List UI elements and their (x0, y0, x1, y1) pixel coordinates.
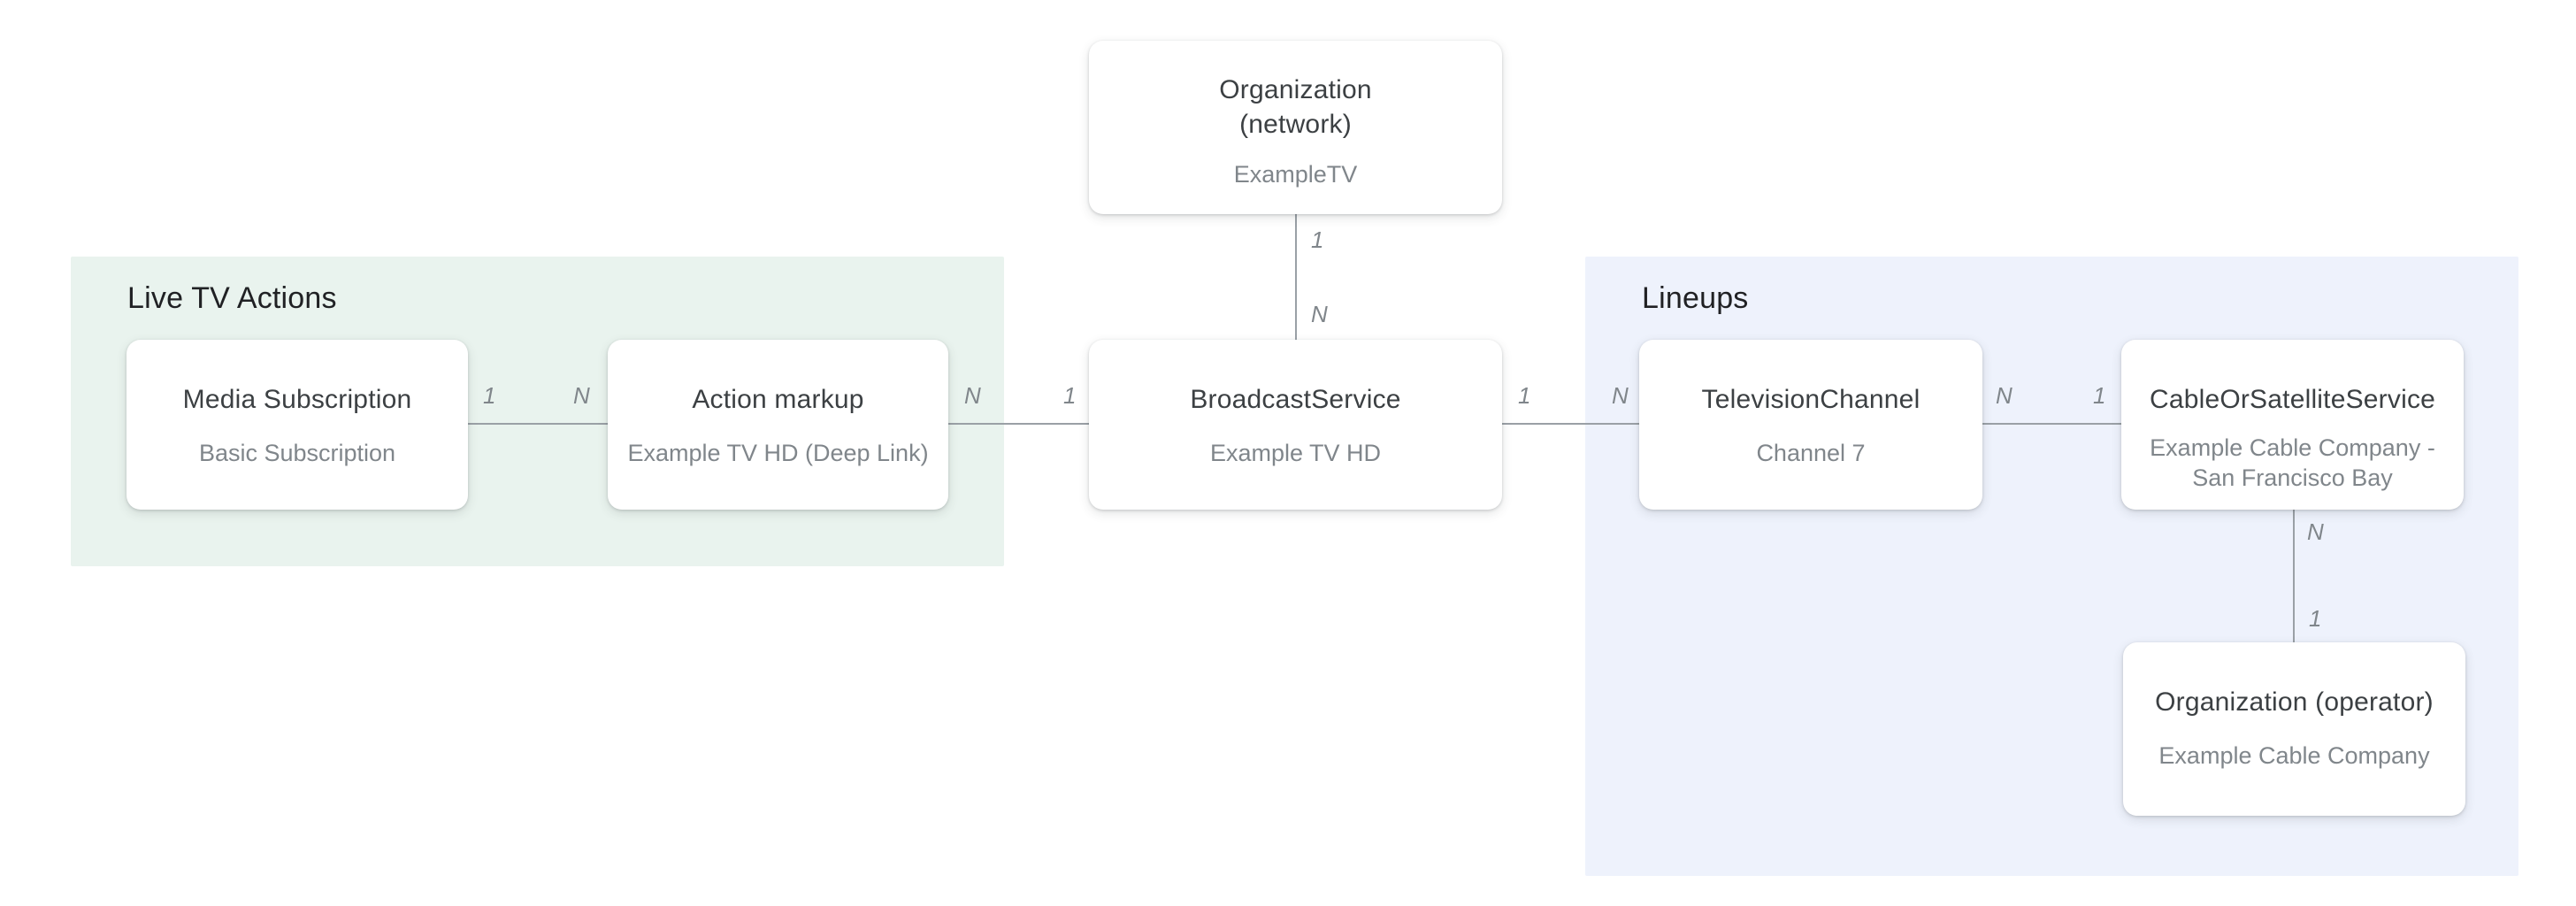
node-subtitle: Example TV HD (1209, 440, 1382, 466)
node-title: BroadcastService (1190, 385, 1401, 414)
region-title-lineups: Lineups (1642, 281, 1749, 315)
node-title: Media Subscription (182, 385, 412, 414)
connector-tv-cable-line (1982, 423, 2121, 425)
cardinality-cable-operator-n: N (2307, 518, 2324, 545)
node-subtitle: Basic Subscription (198, 440, 396, 466)
node-action-markup: Action markup Example TV HD (Deep Link) (608, 340, 948, 510)
connector-cable-operator-line (2293, 510, 2295, 642)
cardinality-mediasub-action-1: 1 (483, 382, 496, 409)
cardinality-network-broadcast-1: 1 (1311, 226, 1324, 253)
node-organization-network: Organization (network) ExampleTV (1089, 41, 1502, 214)
node-title: TelevisionChannel (1701, 385, 1920, 414)
node-subtitle: ExampleTV (1233, 161, 1358, 188)
cardinality-tv-cable-1: 1 (2093, 382, 2106, 409)
node-subtitle: Channel 7 (1756, 440, 1866, 466)
node-title: CableOrSatelliteService (2149, 385, 2436, 414)
node-broadcast-service: BroadcastService Example TV HD (1089, 340, 1502, 510)
cardinality-broadcast-tv-1: 1 (1518, 382, 1531, 409)
node-cable-or-satellite-service: CableOrSatelliteService Example Cable Co… (2121, 340, 2464, 510)
cardinality-cable-operator-1: 1 (2309, 605, 2322, 632)
cardinality-action-broadcast-1: 1 (1063, 382, 1077, 409)
node-media-subscription: Media Subscription Basic Subscription (126, 340, 468, 510)
connector-action-broadcast-line (948, 423, 1089, 425)
cardinality-action-broadcast-n: N (964, 382, 981, 409)
node-subtitle: Example Cable Company (2158, 742, 2430, 769)
cardinality-broadcast-tv-n: N (1612, 382, 1629, 409)
connector-broadcast-tv-line (1502, 423, 1639, 425)
connector-mediasub-action-line (468, 423, 608, 425)
connector-network-broadcast-line (1295, 214, 1297, 340)
node-title: Action markup (692, 385, 864, 414)
node-television-channel: TelevisionChannel Channel 7 (1639, 340, 1982, 510)
cardinality-network-broadcast-n: N (1311, 301, 1328, 327)
node-subtitle: Example TV HD (Deep Link) (627, 440, 929, 466)
node-organization-operator: Organization (operator) Example Cable Co… (2123, 642, 2465, 816)
cardinality-mediasub-action-n: N (573, 382, 590, 409)
cardinality-tv-cable-n: N (1996, 382, 2012, 409)
region-title-live-tv-actions: Live TV Actions (127, 281, 337, 315)
node-subtitle: Example Cable Company - San Francisco Ba… (2150, 434, 2435, 491)
node-title: Organization (operator) (2155, 687, 2434, 717)
node-title: Organization (network) (1219, 75, 1372, 139)
